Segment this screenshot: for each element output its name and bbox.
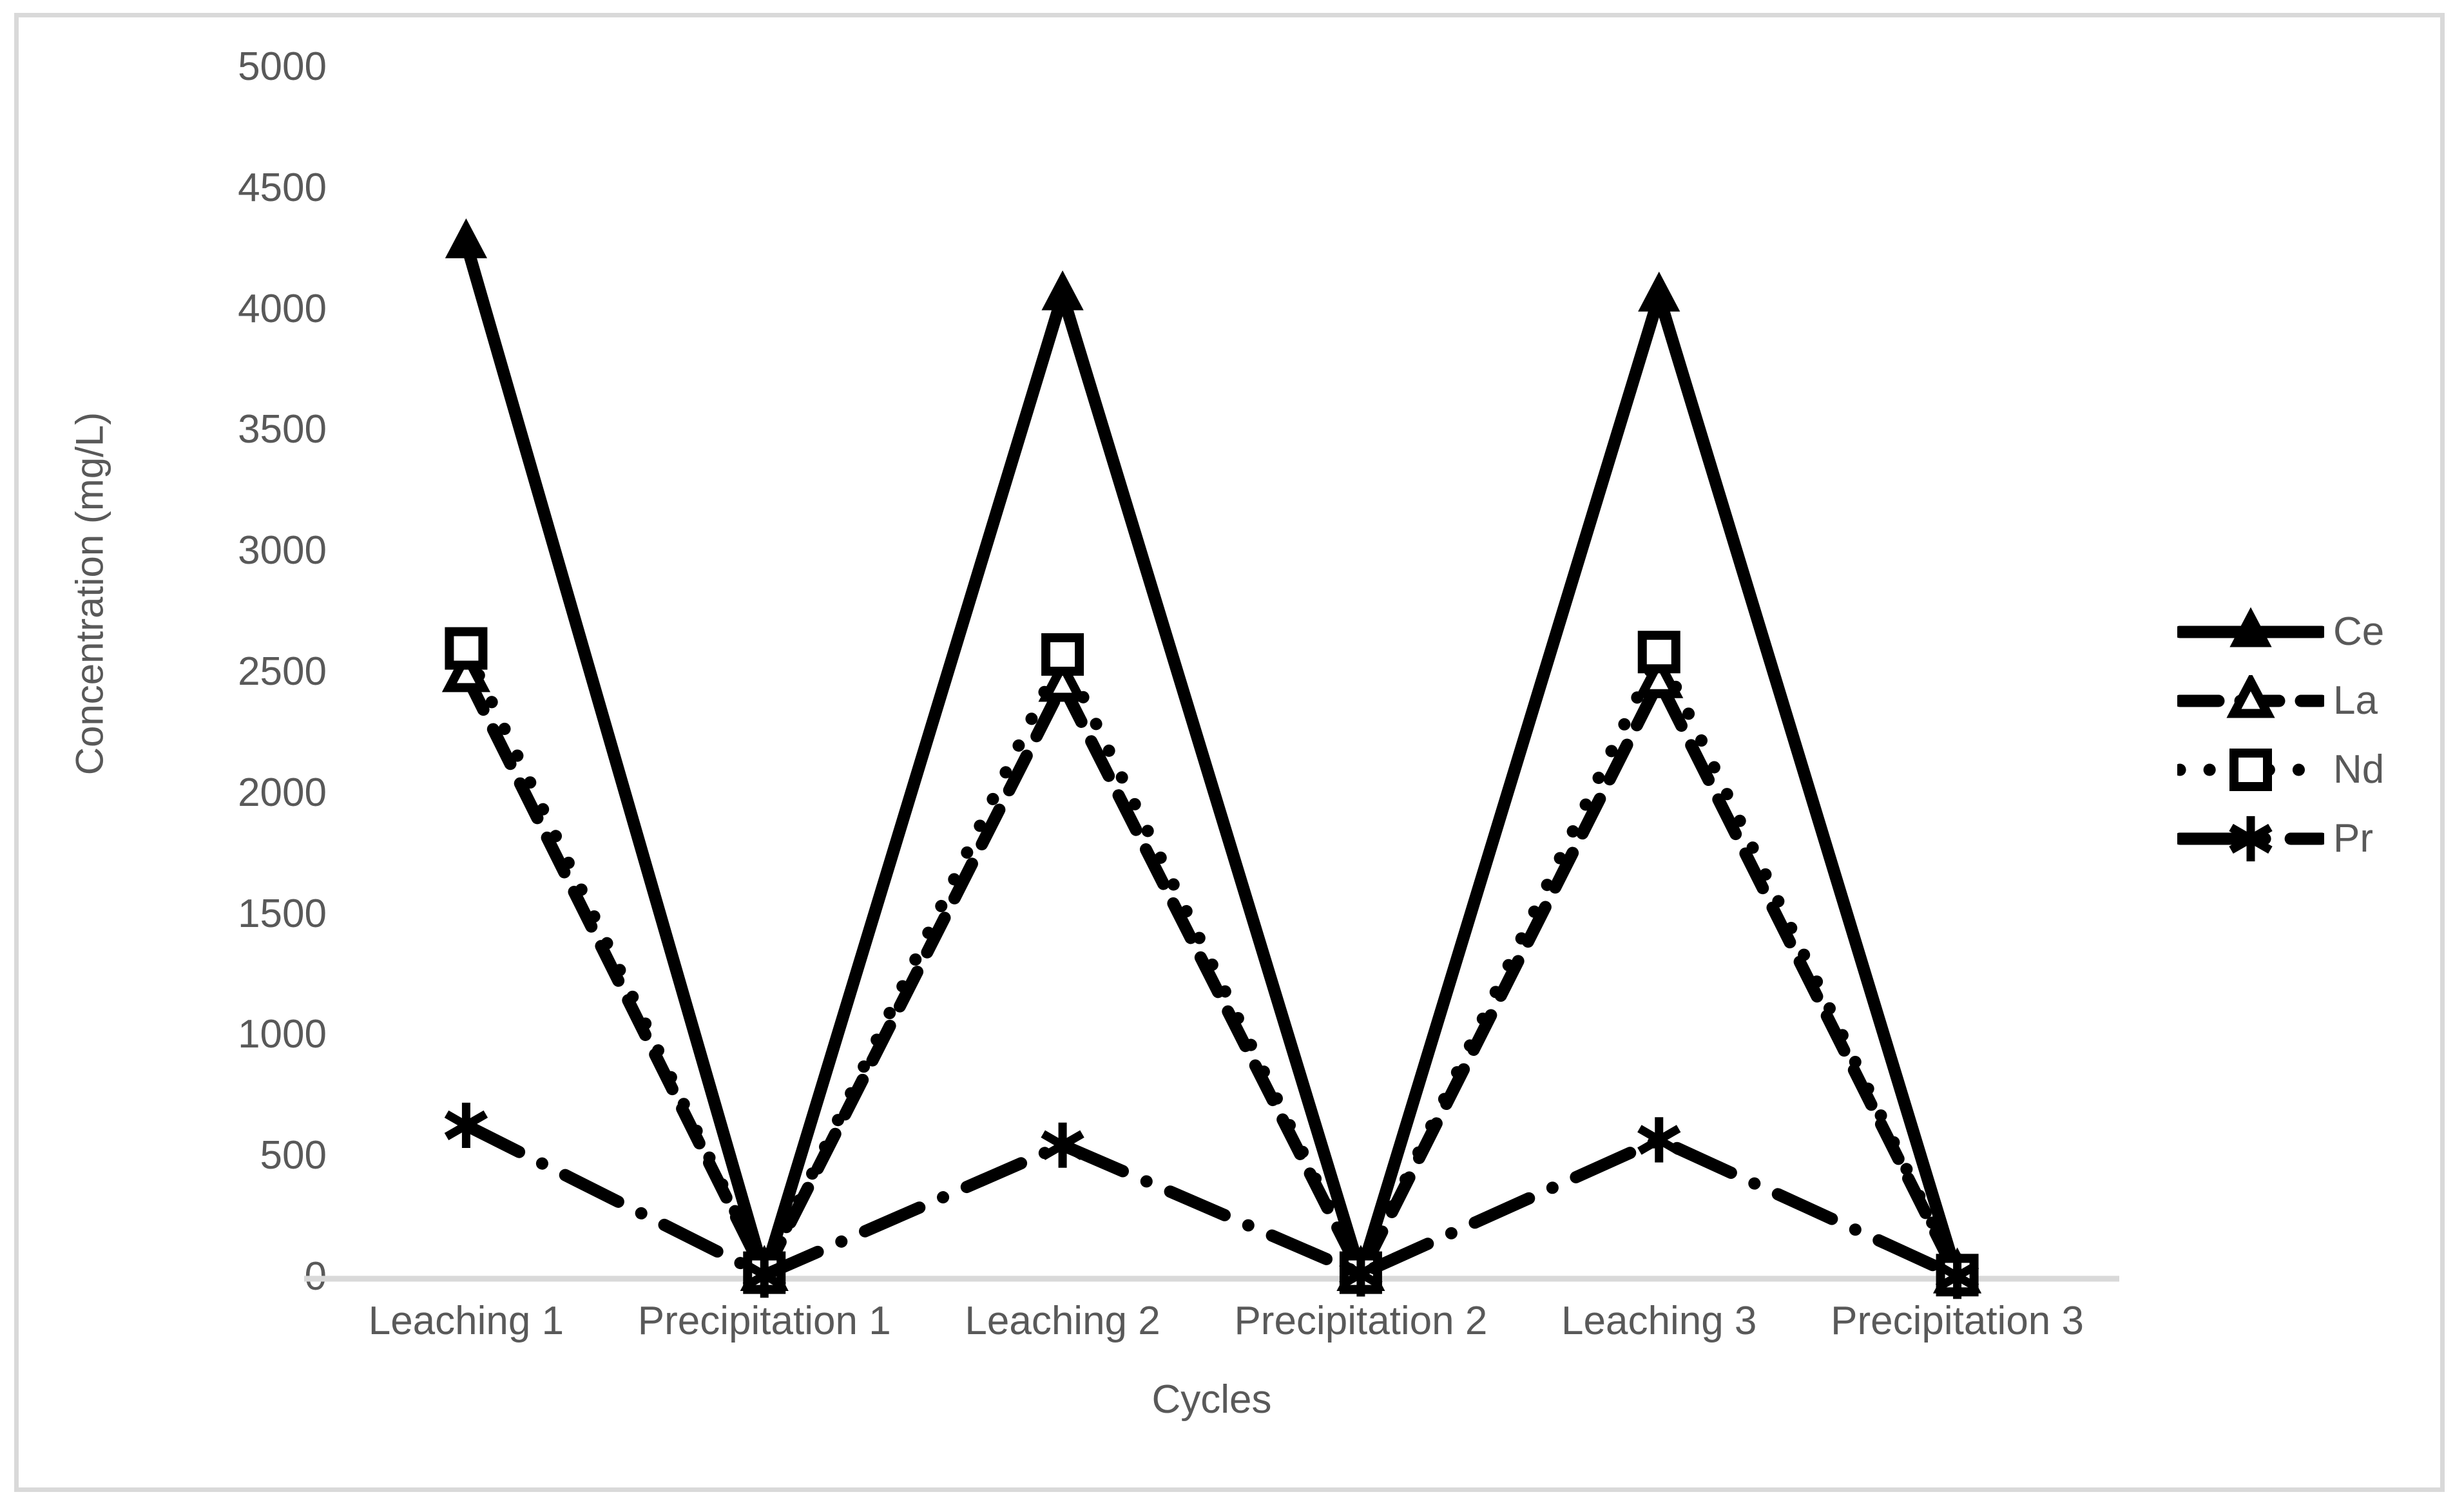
y-axis-tick-label: 2000 [238,770,327,815]
y-axis-tick-label: 500 [260,1133,327,1178]
legend-item-ce[interactable]: Ce [2173,597,2435,666]
y-axis-tick-label: 0 [133,1257,327,1297]
marker-filled-triangle-icon [1638,271,1680,312]
y-axis-tick-label: 4000 [238,286,327,331]
filled-triangle-solid-line-icon [2173,606,2328,658]
marker-open-square-icon [1041,633,1084,676]
legend-item-nd[interactable]: Nd [2173,735,2435,804]
marker-open-square-icon [445,627,488,670]
marker-asterisk-icon [444,1102,488,1148]
marker-asterisk-icon [1041,1122,1084,1168]
y-axis-tick-label: 3500 [238,407,327,452]
x-axis-title: Cycles [1151,1377,1272,1422]
x-axis-tick-label: Precipitation 3 [1831,1299,2084,1343]
series-pr [444,1102,1979,1299]
marker-open-square-icon [1637,631,1680,674]
legend-label: Ce [2333,609,2385,654]
marker-open-triangle-icon [1635,652,1684,698]
x-axis-tick-label: Leaching 2 [965,1299,1160,1343]
y-axis-tick-label: 3000 [238,528,327,573]
series-ce [445,218,1979,1292]
marker-filled-triangle-icon [2229,607,2272,647]
legend-label: La [2333,678,2378,723]
y-axis-tick-label: 1500 [238,891,327,936]
y-axis-tick-label: 5000 [238,44,327,89]
marker-asterisk-icon [1637,1117,1681,1163]
open-triangle-dashed-line-icon [2173,671,2328,727]
marker-asterisk-icon [2229,816,2273,861]
legend-label: Nd [2333,747,2385,792]
x-axis-tick-label: Precipitation 2 [1234,1299,1488,1343]
legend-item-pr[interactable]: Pr [2173,804,2435,873]
marker-asterisk-icon [1339,1251,1383,1297]
x-axis-tick-label: Leaching 1 [368,1299,564,1343]
x-axis-tick-labels: Leaching 1 Precipitation 1 Leaching 2 Preci… [317,1298,2106,1344]
marker-asterisk-icon [742,1252,786,1298]
x-axis-tick-label: Leaching 3 [1561,1299,1757,1343]
marker-open-triangle-icon [1038,655,1087,702]
y-axis-tick-label: 2500 [238,649,327,694]
marker-open-triangle-icon [2226,671,2275,718]
series-line-nd [459,642,1964,1281]
marker-asterisk-icon [1935,1254,1979,1299]
y-axis-title: Concentration (mg/L) [68,412,111,776]
legend-item-la[interactable]: La [2173,666,2435,735]
asterisk-dashdot-line-icon [2173,813,2328,865]
x-axis-tick-label: Precipitation 1 [637,1299,891,1343]
plot-area [304,69,2119,1299]
y-axis-tick-label: 4500 [238,165,327,210]
series-line-la [459,669,1964,1283]
plot-svg [304,218,2119,1299]
marker-filled-triangle-icon [1041,270,1084,311]
legend-label: Pr [2333,816,2373,861]
series-line-ce [459,236,1964,1283]
open-square-dotted-line-icon [2173,744,2328,796]
marker-filled-triangle-icon [445,218,488,258]
series-line-pr [459,1119,1964,1283]
marker-open-square-icon [2229,748,2272,791]
y-axis-tick-label: 1000 [238,1012,327,1057]
